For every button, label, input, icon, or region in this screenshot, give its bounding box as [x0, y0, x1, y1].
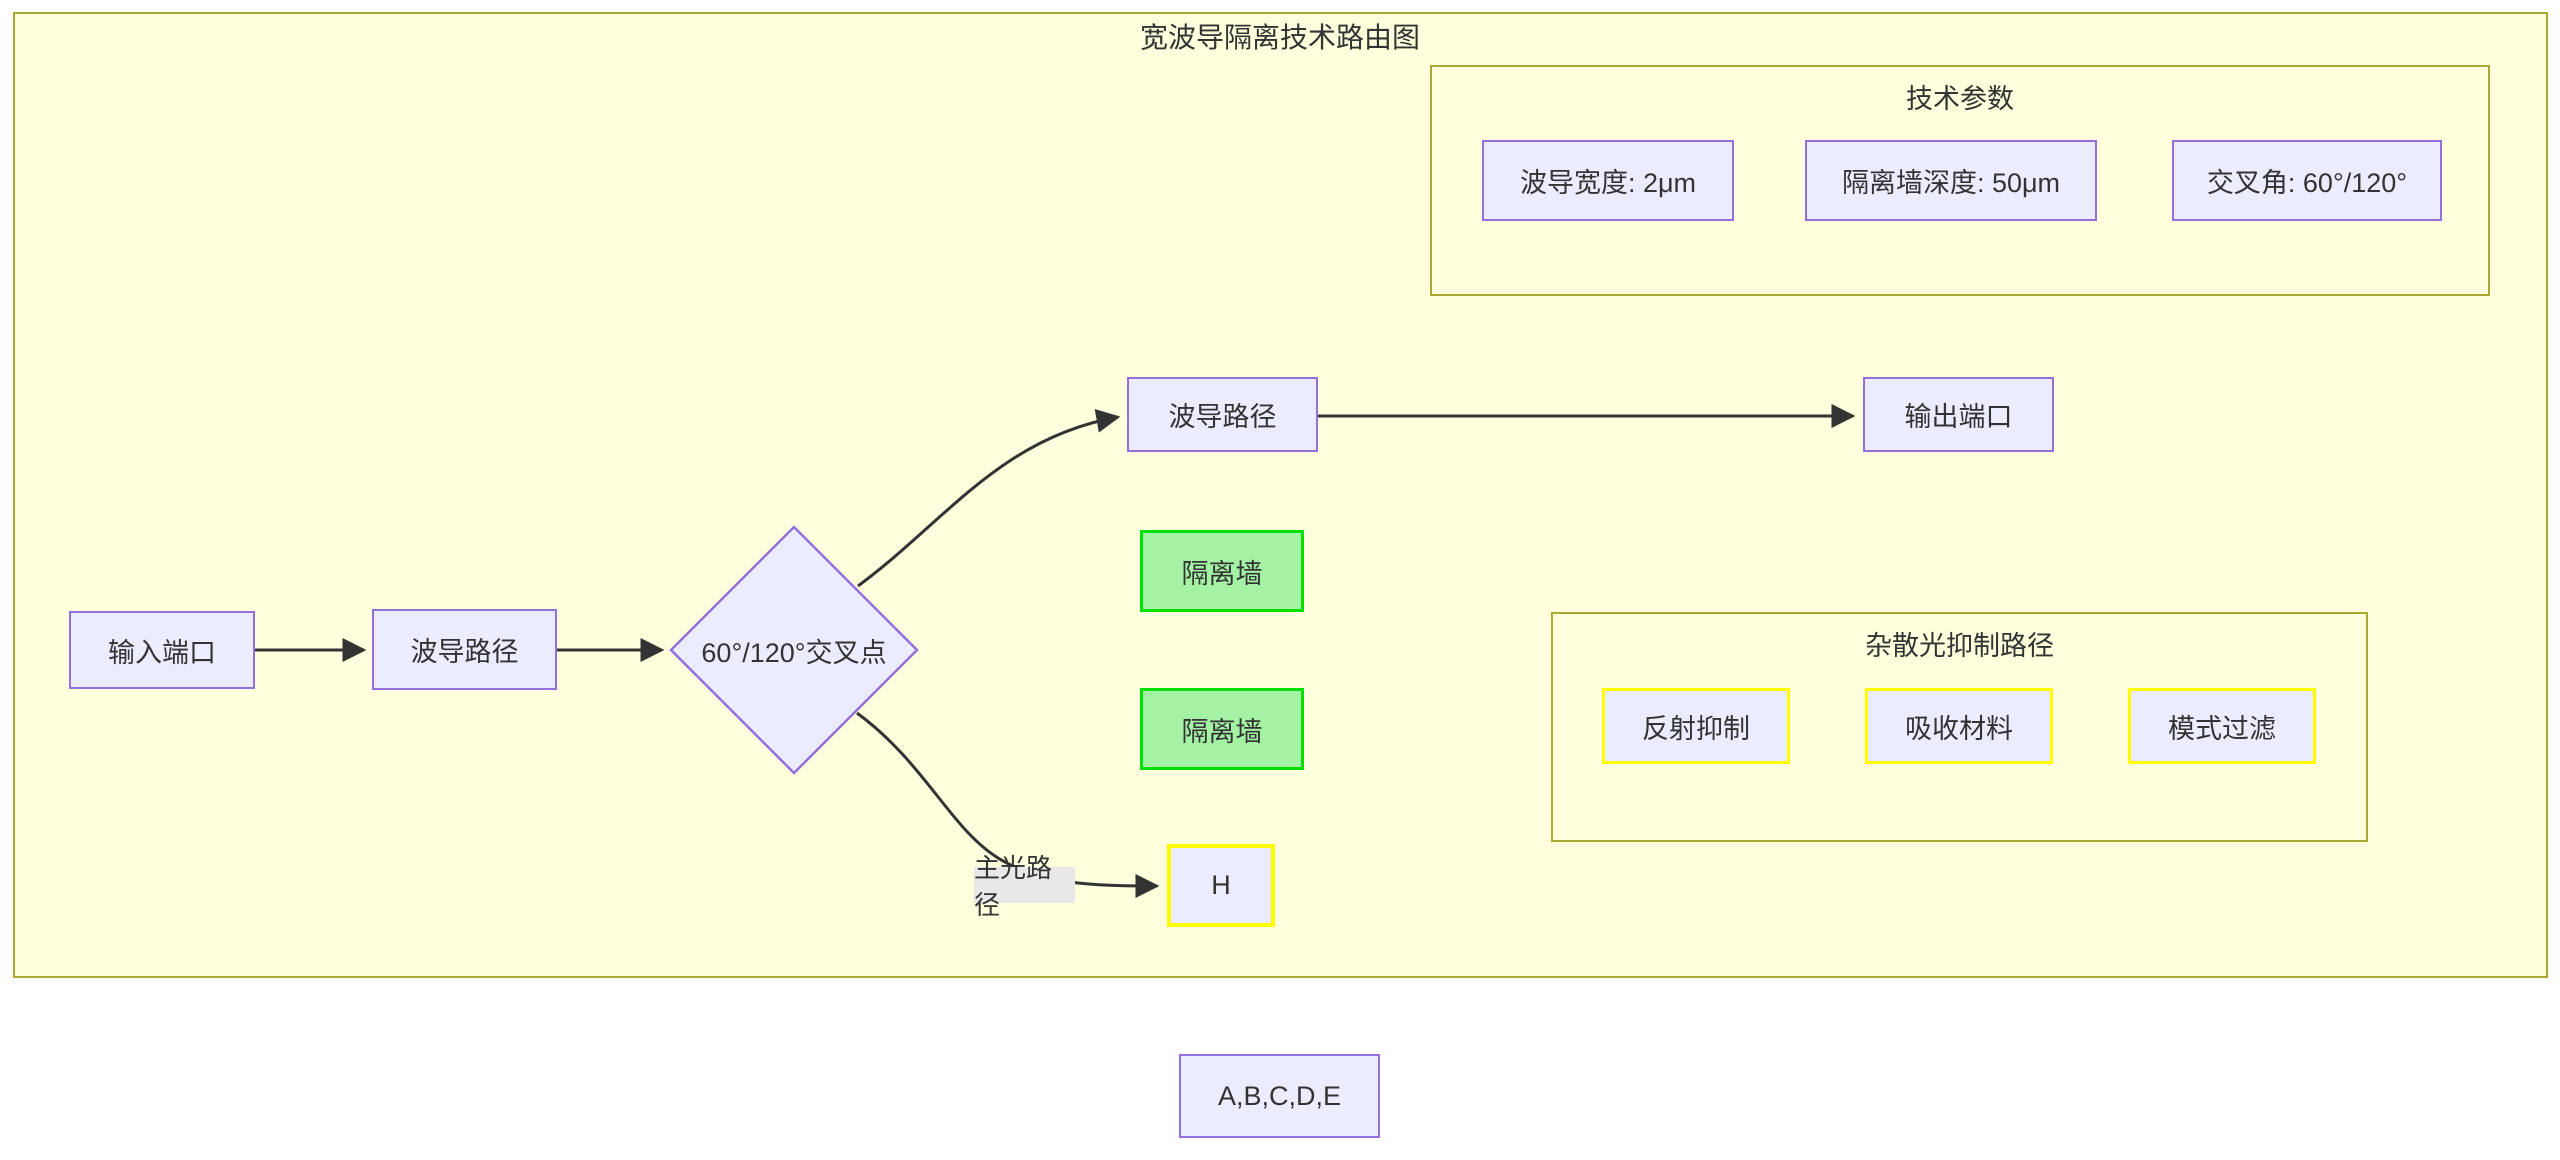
- node-h: H: [1167, 844, 1275, 927]
- node-waveguide-path-top: 波导路径: [1127, 377, 1318, 452]
- node-waveguide-width: 波导宽度: 2μm: [1482, 140, 1734, 221]
- node-mode-filtering: 模式过滤: [2128, 688, 2316, 764]
- node-isolation-wall-2: 隔离墙: [1140, 688, 1304, 770]
- node-crossing-angle: 交叉角: 60°/120°: [2172, 140, 2442, 221]
- node-absorbing-material: 吸收材料: [1865, 688, 2053, 764]
- node-isolation-wall-1: 隔离墙: [1140, 530, 1304, 612]
- node-isolation-wall-depth: 隔离墙深度: 50μm: [1805, 140, 2097, 221]
- cluster-tech-params-label: 技术参数: [1906, 84, 2014, 114]
- node-input-port: 输入端口: [69, 611, 255, 689]
- node-output-port: 输出端口: [1863, 377, 2054, 452]
- diagram-title: 宽波导隔离技术路由图: [1139, 22, 1420, 53]
- node-waveguide-path-left: 波导路径: [372, 609, 557, 690]
- node-reflection-suppression: 反射抑制: [1602, 688, 1790, 764]
- edge-label-main-light-path: 主光路径: [974, 853, 1075, 920]
- cluster-stray-light-label: 杂散光抑制路径: [1865, 631, 2054, 661]
- node-legend-abcde: A,B,C,D,E: [1179, 1054, 1380, 1138]
